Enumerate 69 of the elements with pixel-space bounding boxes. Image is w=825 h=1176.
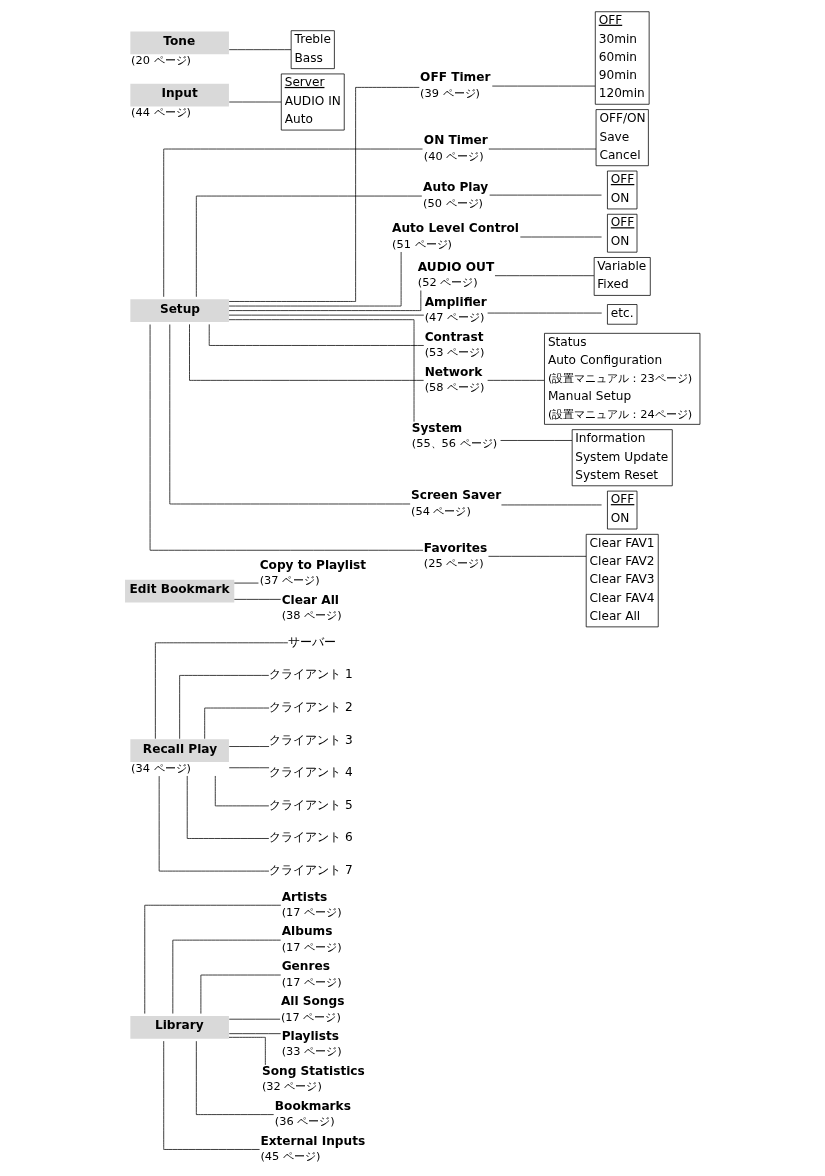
node-box: OFF ON bbox=[607, 490, 638, 530]
connector bbox=[234, 599, 282, 600]
node-text: Clear All (38 ページ) bbox=[281, 592, 342, 623]
node-text: クライアント 1 bbox=[269, 667, 353, 682]
node-box: OFF 30min 60min 90min 120min bbox=[594, 11, 650, 105]
connector bbox=[195, 1040, 275, 1115]
node-text: Song Statistics (32 ページ) bbox=[261, 1063, 365, 1094]
node-text: Favorites (25 ページ) bbox=[423, 540, 488, 570]
node-box: OFF/ON Save Cancel bbox=[595, 109, 649, 167]
node-box: Tone bbox=[130, 31, 229, 55]
node-text: Amplifier (47 ページ) bbox=[424, 294, 487, 325]
node-text: Copy to Playlist (37 ページ) bbox=[259, 558, 367, 588]
node-box: Clear FAV1 Clear FAV2 Clear FAV3 Clear FAV4 Clear All bbox=[585, 533, 659, 628]
connector bbox=[186, 775, 270, 839]
connector bbox=[494, 275, 595, 277]
node-box: Input bbox=[130, 83, 229, 107]
node-text: Auto Play (50 ページ) bbox=[423, 180, 489, 210]
node-text: クライアント 2 bbox=[269, 699, 353, 714]
node-box: Recall Play bbox=[130, 739, 229, 762]
connector bbox=[189, 324, 424, 381]
node-label: (44 ページ) bbox=[131, 105, 192, 120]
node-box: Edit Bookmark bbox=[125, 579, 235, 603]
node-text: Network (58 ページ) bbox=[424, 364, 485, 394]
node-text: Albums (17 ページ) bbox=[281, 924, 342, 954]
node-text: クライアント 7 bbox=[269, 862, 353, 877]
node-text: サーバー bbox=[288, 634, 337, 649]
node-text: クライアント 3 bbox=[269, 732, 353, 747]
node-box: OFF ON bbox=[607, 170, 638, 210]
node-label: (20 ページ) bbox=[131, 53, 192, 68]
connector bbox=[195, 195, 423, 298]
connector bbox=[163, 148, 423, 298]
node-text: All Songs (17 ページ) bbox=[280, 994, 345, 1024]
node-text: Bookmarks (36 ページ) bbox=[274, 1098, 351, 1129]
node-box: Variable Fixed bbox=[593, 257, 651, 296]
node-text: クライアント 6 bbox=[269, 830, 353, 845]
node-text: System (55、56 ページ) bbox=[411, 420, 498, 451]
connector bbox=[208, 324, 425, 346]
node-text: Artists (17 ページ) bbox=[281, 889, 342, 919]
node-box: etc. bbox=[607, 304, 638, 325]
node-text: クライアント 4 bbox=[269, 765, 353, 780]
node-box: Setup bbox=[130, 299, 229, 322]
node-box: Status Auto Configuration (設置マニュアル：23ページ) Manual Setup (設置マニュアル：24ページ) bbox=[544, 332, 701, 425]
node-box: Information System Update System Reset bbox=[571, 429, 673, 487]
node-box: Treble Bass bbox=[290, 30, 335, 69]
connector bbox=[163, 1040, 260, 1150]
connector bbox=[155, 642, 289, 740]
connector bbox=[228, 290, 422, 311]
connector bbox=[228, 49, 292, 51]
node-text: Contrast (53 ページ) bbox=[424, 329, 485, 360]
node-text: ON Timer (40 ページ) bbox=[423, 133, 488, 163]
connector bbox=[228, 319, 415, 423]
node-text: クライアント 5 bbox=[269, 797, 353, 812]
node-box: OFF ON bbox=[607, 213, 638, 253]
node-text: AUDIO OUT (52 ページ) bbox=[417, 259, 495, 290]
connector bbox=[179, 675, 270, 740]
connector bbox=[487, 380, 545, 381]
node-text: External Inputs (45 ページ) bbox=[260, 1133, 366, 1164]
node-text: Playlists (33 ページ) bbox=[281, 1029, 342, 1059]
node-box: Library bbox=[130, 1016, 229, 1039]
node-text: Auto Level Control (51 ページ) bbox=[392, 221, 519, 251]
connector bbox=[488, 555, 587, 557]
node-text: OFF Timer (39 ページ) bbox=[420, 70, 491, 100]
connector bbox=[228, 87, 420, 302]
node-label: (34 ページ) bbox=[131, 760, 192, 775]
node-text: Screen Saver (54 ページ) bbox=[410, 488, 502, 518]
node-text: Genres (17 ページ) bbox=[281, 959, 342, 989]
node-box: Server AUDIO IN Auto bbox=[280, 73, 345, 131]
connector bbox=[500, 440, 573, 441]
connector bbox=[228, 746, 270, 747]
